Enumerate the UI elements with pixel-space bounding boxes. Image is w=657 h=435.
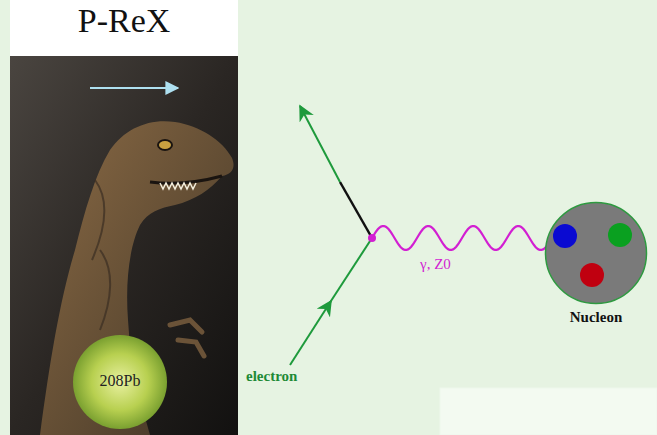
nucleon-shape	[546, 203, 647, 304]
title: P-ReX	[10, 2, 238, 40]
sphere-shape	[73, 335, 167, 429]
electron-line-out	[300, 106, 340, 182]
nucleon-circle: Nucleon	[544, 201, 648, 305]
electron-line-out	[340, 182, 372, 238]
node-outline	[544, 201, 648, 305]
dinosaur-eye	[158, 140, 172, 150]
quark-dot	[608, 223, 632, 247]
faint-panel	[440, 388, 657, 435]
photo-background	[10, 56, 238, 435]
motion-arrow	[90, 87, 178, 89]
dinosaur-claws	[170, 320, 204, 356]
electron-line-in	[329, 238, 372, 304]
quark-dot	[580, 263, 604, 287]
nucleus-sphere: 208Pb	[72, 334, 168, 430]
boson-line	[372, 226, 552, 250]
dinosaur-teeth	[160, 183, 196, 189]
dinosaur-skin-folds	[92, 180, 110, 330]
particle-label: electron	[246, 368, 297, 385]
electron-line-in	[290, 301, 331, 365]
vertex-dot	[368, 234, 376, 242]
dinosaur-mouth	[150, 176, 222, 183]
nucleus-label: 208Pb	[72, 372, 168, 390]
nucleon-label: Nucleon	[524, 309, 657, 326]
quark-dot	[553, 224, 577, 248]
picture-panel	[10, 0, 238, 435]
boson-label: γ, Z0	[420, 256, 451, 273]
dinosaur-head	[40, 121, 234, 435]
